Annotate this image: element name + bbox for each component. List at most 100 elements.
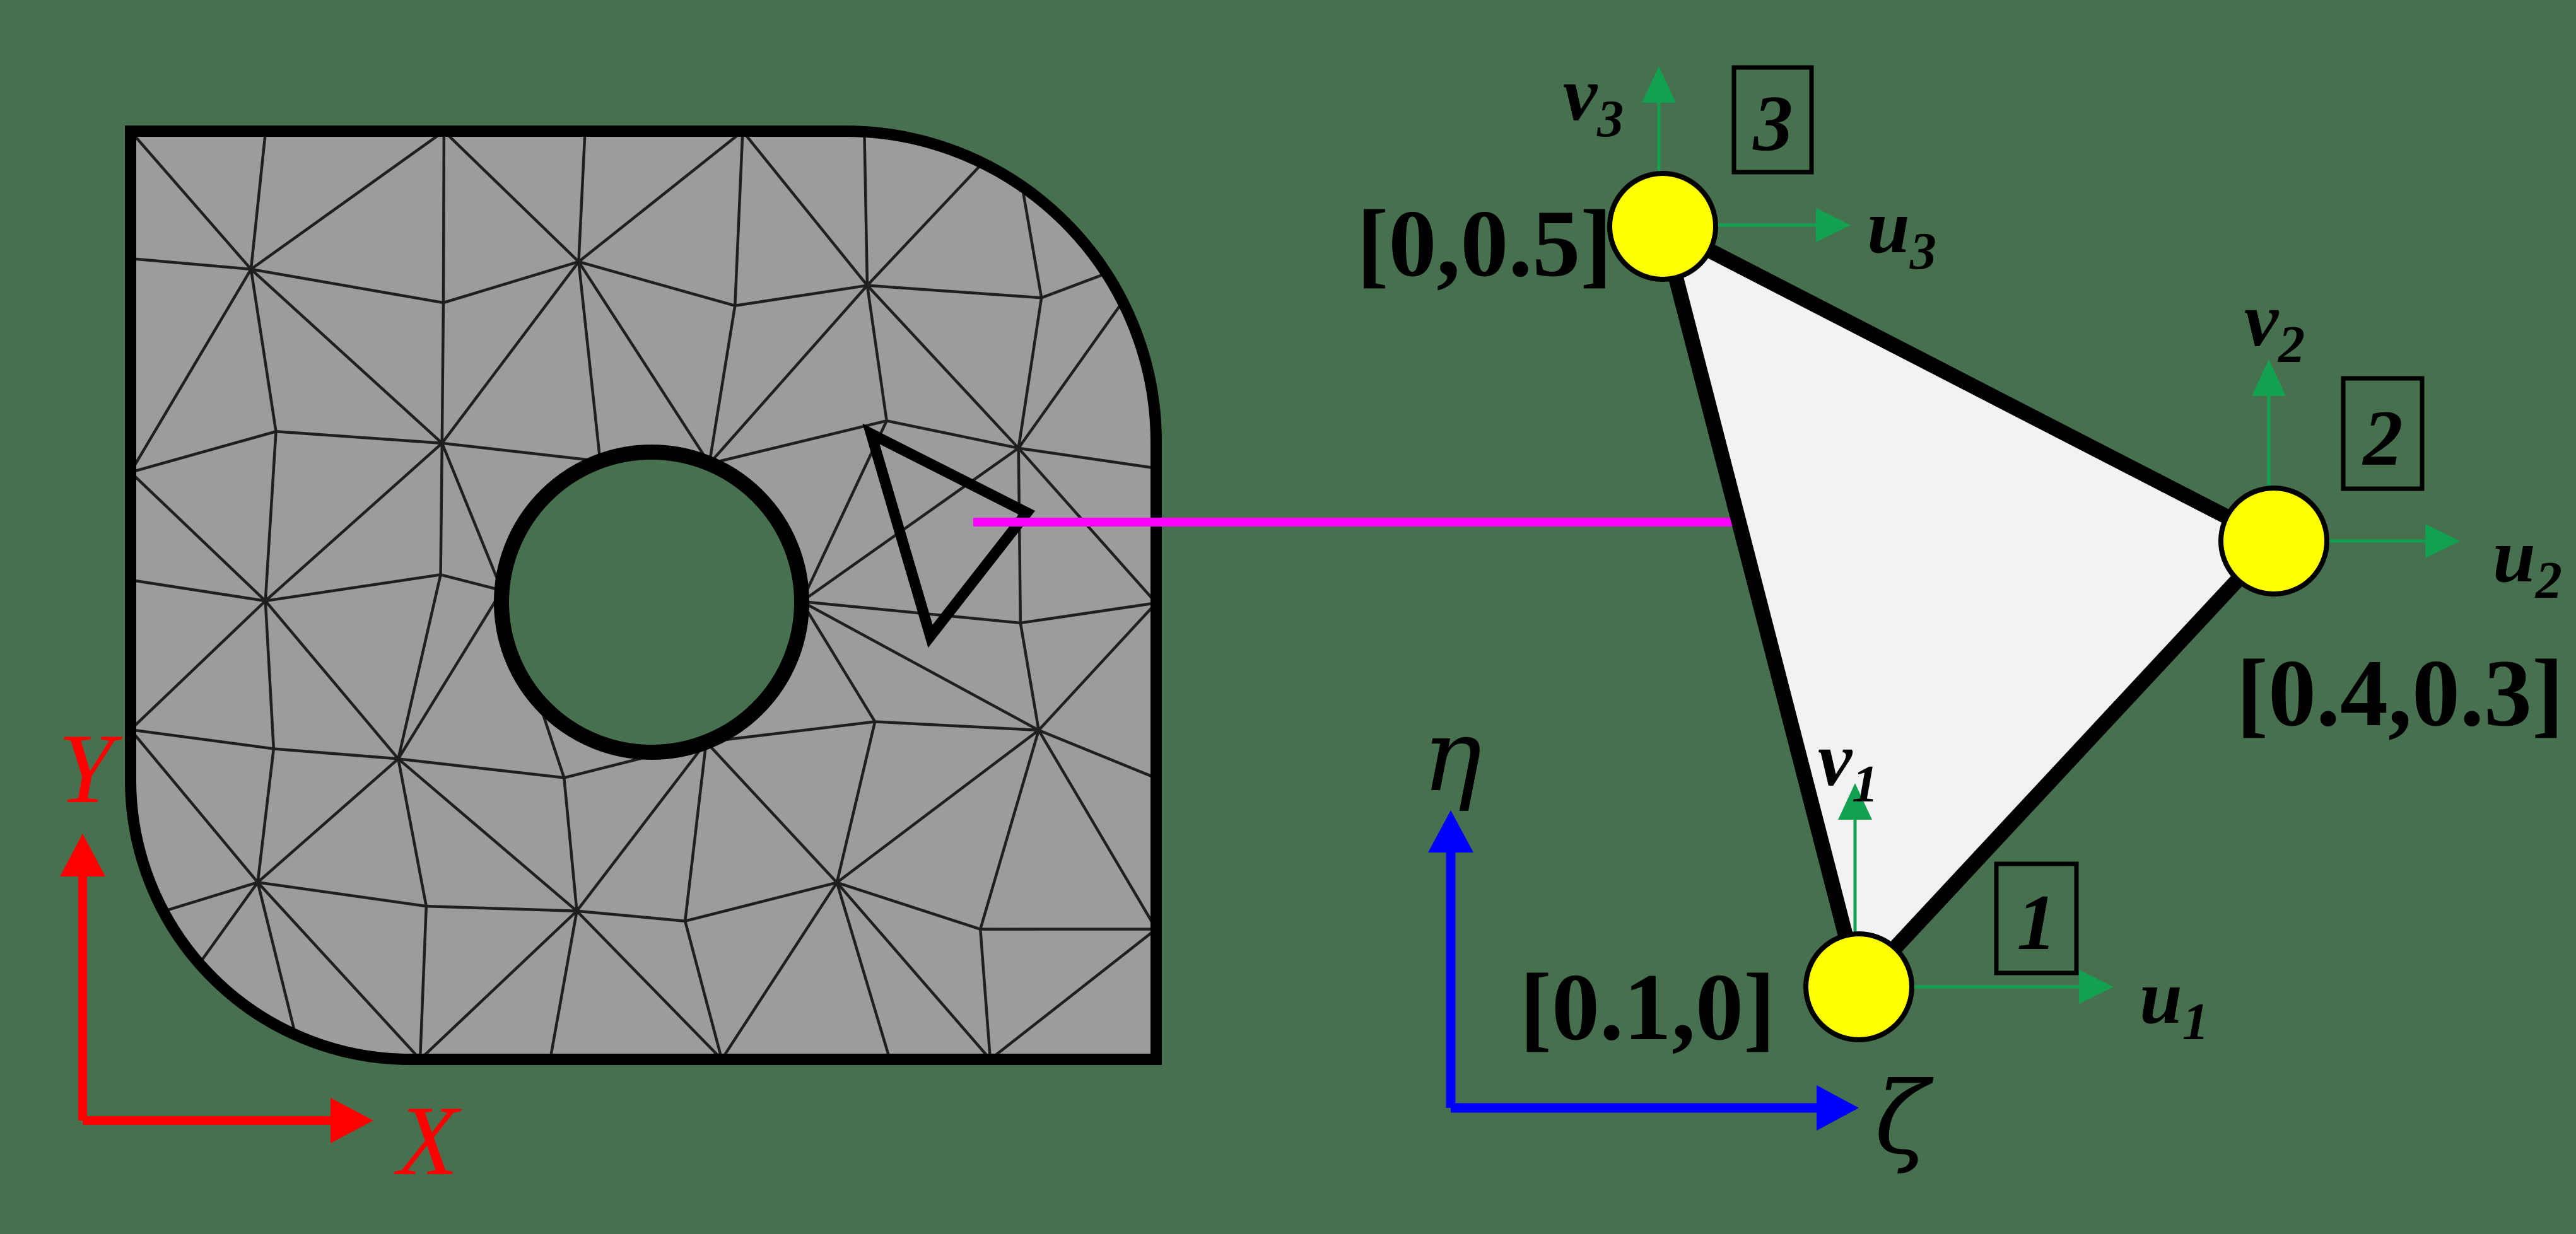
mesh-edge <box>801 600 1021 625</box>
global-x-label: X <box>394 1086 462 1196</box>
mesh-edge <box>863 131 869 286</box>
mesh-edge <box>419 910 578 1059</box>
global-axes: Y X <box>58 714 462 1196</box>
mesh-edge <box>250 131 445 271</box>
mesh-edge <box>800 446 1020 603</box>
mesh-edge <box>1017 297 1043 449</box>
mesh-edge <box>577 261 602 462</box>
mesh-edge <box>264 431 278 602</box>
mesh-edge <box>249 131 267 270</box>
node-number-boxes: 3 2 1 <box>1731 65 2425 975</box>
mesh-edge <box>397 590 503 760</box>
v2-arrowhead-icon <box>2252 359 2286 396</box>
node-2-coordinates: [0.4,0.3] <box>2236 640 2563 746</box>
u3-label: u3 <box>1867 184 1936 281</box>
u3-arrowhead-icon <box>1816 208 1851 242</box>
natural-eta-arrowhead-icon <box>1428 810 1473 853</box>
mesh-edge <box>1020 601 1156 625</box>
mesh-edge <box>734 284 868 307</box>
u2-label: u2 <box>2493 513 2562 610</box>
mesh-edge <box>1018 446 1156 470</box>
mesh-edge <box>131 600 267 731</box>
mesh-edge <box>867 284 1042 300</box>
mesh-edge <box>441 260 580 445</box>
meshed-domain <box>125 125 1162 1065</box>
mesh-edge <box>684 881 838 923</box>
mesh-edge <box>273 747 399 760</box>
global-y-label: Y <box>58 714 122 824</box>
mesh-edge <box>720 882 838 1059</box>
mesh-edge <box>836 882 992 1059</box>
mesh-edge <box>1038 602 1156 731</box>
mesh-edge <box>705 741 838 884</box>
mesh-edge <box>578 131 744 263</box>
mesh-edge <box>708 284 869 465</box>
mesh-edge <box>440 442 503 591</box>
mesh-edge <box>886 419 1019 450</box>
mesh-edge <box>264 600 400 760</box>
mesh-edge <box>709 419 887 465</box>
mesh-edge <box>397 574 442 759</box>
mesh-edge <box>835 721 877 883</box>
natural-eta-label: η <box>1422 698 1482 814</box>
node-3-number: 3 <box>1753 80 1793 168</box>
node-1-box <box>1994 861 2079 975</box>
node-3-box <box>1731 65 1814 175</box>
mesh-edge <box>442 441 600 463</box>
node-1-coordinates: [0.1,0] <box>1519 954 1775 1060</box>
mesh-edge <box>800 600 1039 732</box>
v1-label: v1 <box>1818 717 1878 813</box>
mesh-edge <box>397 759 428 907</box>
node-2-number: 2 <box>2362 395 2403 482</box>
mesh-edge <box>418 906 428 1059</box>
mesh-edge <box>397 757 578 912</box>
mesh-edge <box>264 442 443 602</box>
mesh-edge <box>443 260 580 305</box>
highlighted-element <box>862 423 1036 648</box>
mesh-edge <box>549 911 578 1059</box>
mesh-edge <box>800 600 877 723</box>
mesh-edge <box>256 881 421 1059</box>
mesh-edge <box>265 573 441 603</box>
mesh-edge <box>250 268 443 445</box>
mesh-edge <box>443 131 580 263</box>
mesh-edge <box>131 430 277 474</box>
global-y-arrowhead-icon <box>60 834 105 876</box>
mesh-edge <box>979 730 1040 930</box>
plate-outline <box>125 125 1162 1065</box>
natural-zeta-label: ζ <box>1875 1061 1934 1177</box>
mesh-edge <box>131 471 267 602</box>
mesh-edge <box>708 305 737 464</box>
mesh-edge <box>836 881 981 931</box>
mesh-edge <box>866 284 1020 450</box>
plate-hole <box>494 445 809 760</box>
mesh-edge <box>440 573 503 592</box>
global-x-arrowhead-icon <box>331 1098 373 1143</box>
node-1-number: 1 <box>2017 879 2057 967</box>
mesh-edge <box>577 131 587 262</box>
mesh-edge <box>131 578 266 603</box>
mesh-edge <box>249 269 278 432</box>
node-3 <box>1607 171 1718 282</box>
natural-zeta-arrowhead-icon <box>1817 1085 1859 1131</box>
mesh-edge <box>575 910 723 1059</box>
mesh-edge <box>131 131 252 271</box>
v3-label: v3 <box>1563 52 1624 148</box>
v3-arrowhead-icon <box>1642 66 1676 103</box>
mesh-edge <box>741 131 869 287</box>
mesh-edge <box>684 921 723 1059</box>
mesh-edge <box>426 904 577 913</box>
element-triangle <box>1651 212 2286 1003</box>
mesh-edge <box>989 928 1156 1059</box>
u1-arrowhead-icon <box>2079 970 2114 1004</box>
u2-arrowhead-icon <box>2425 524 2460 558</box>
mesh-edge <box>131 268 252 474</box>
mesh-edge <box>835 882 891 1059</box>
mesh-edge <box>131 257 252 271</box>
u1-label: u1 <box>2140 955 2209 1051</box>
mesh-edge <box>577 909 686 923</box>
mesh-edge <box>1017 448 1022 623</box>
mesh-edge <box>256 748 276 883</box>
mesh-edge <box>1038 728 1156 780</box>
